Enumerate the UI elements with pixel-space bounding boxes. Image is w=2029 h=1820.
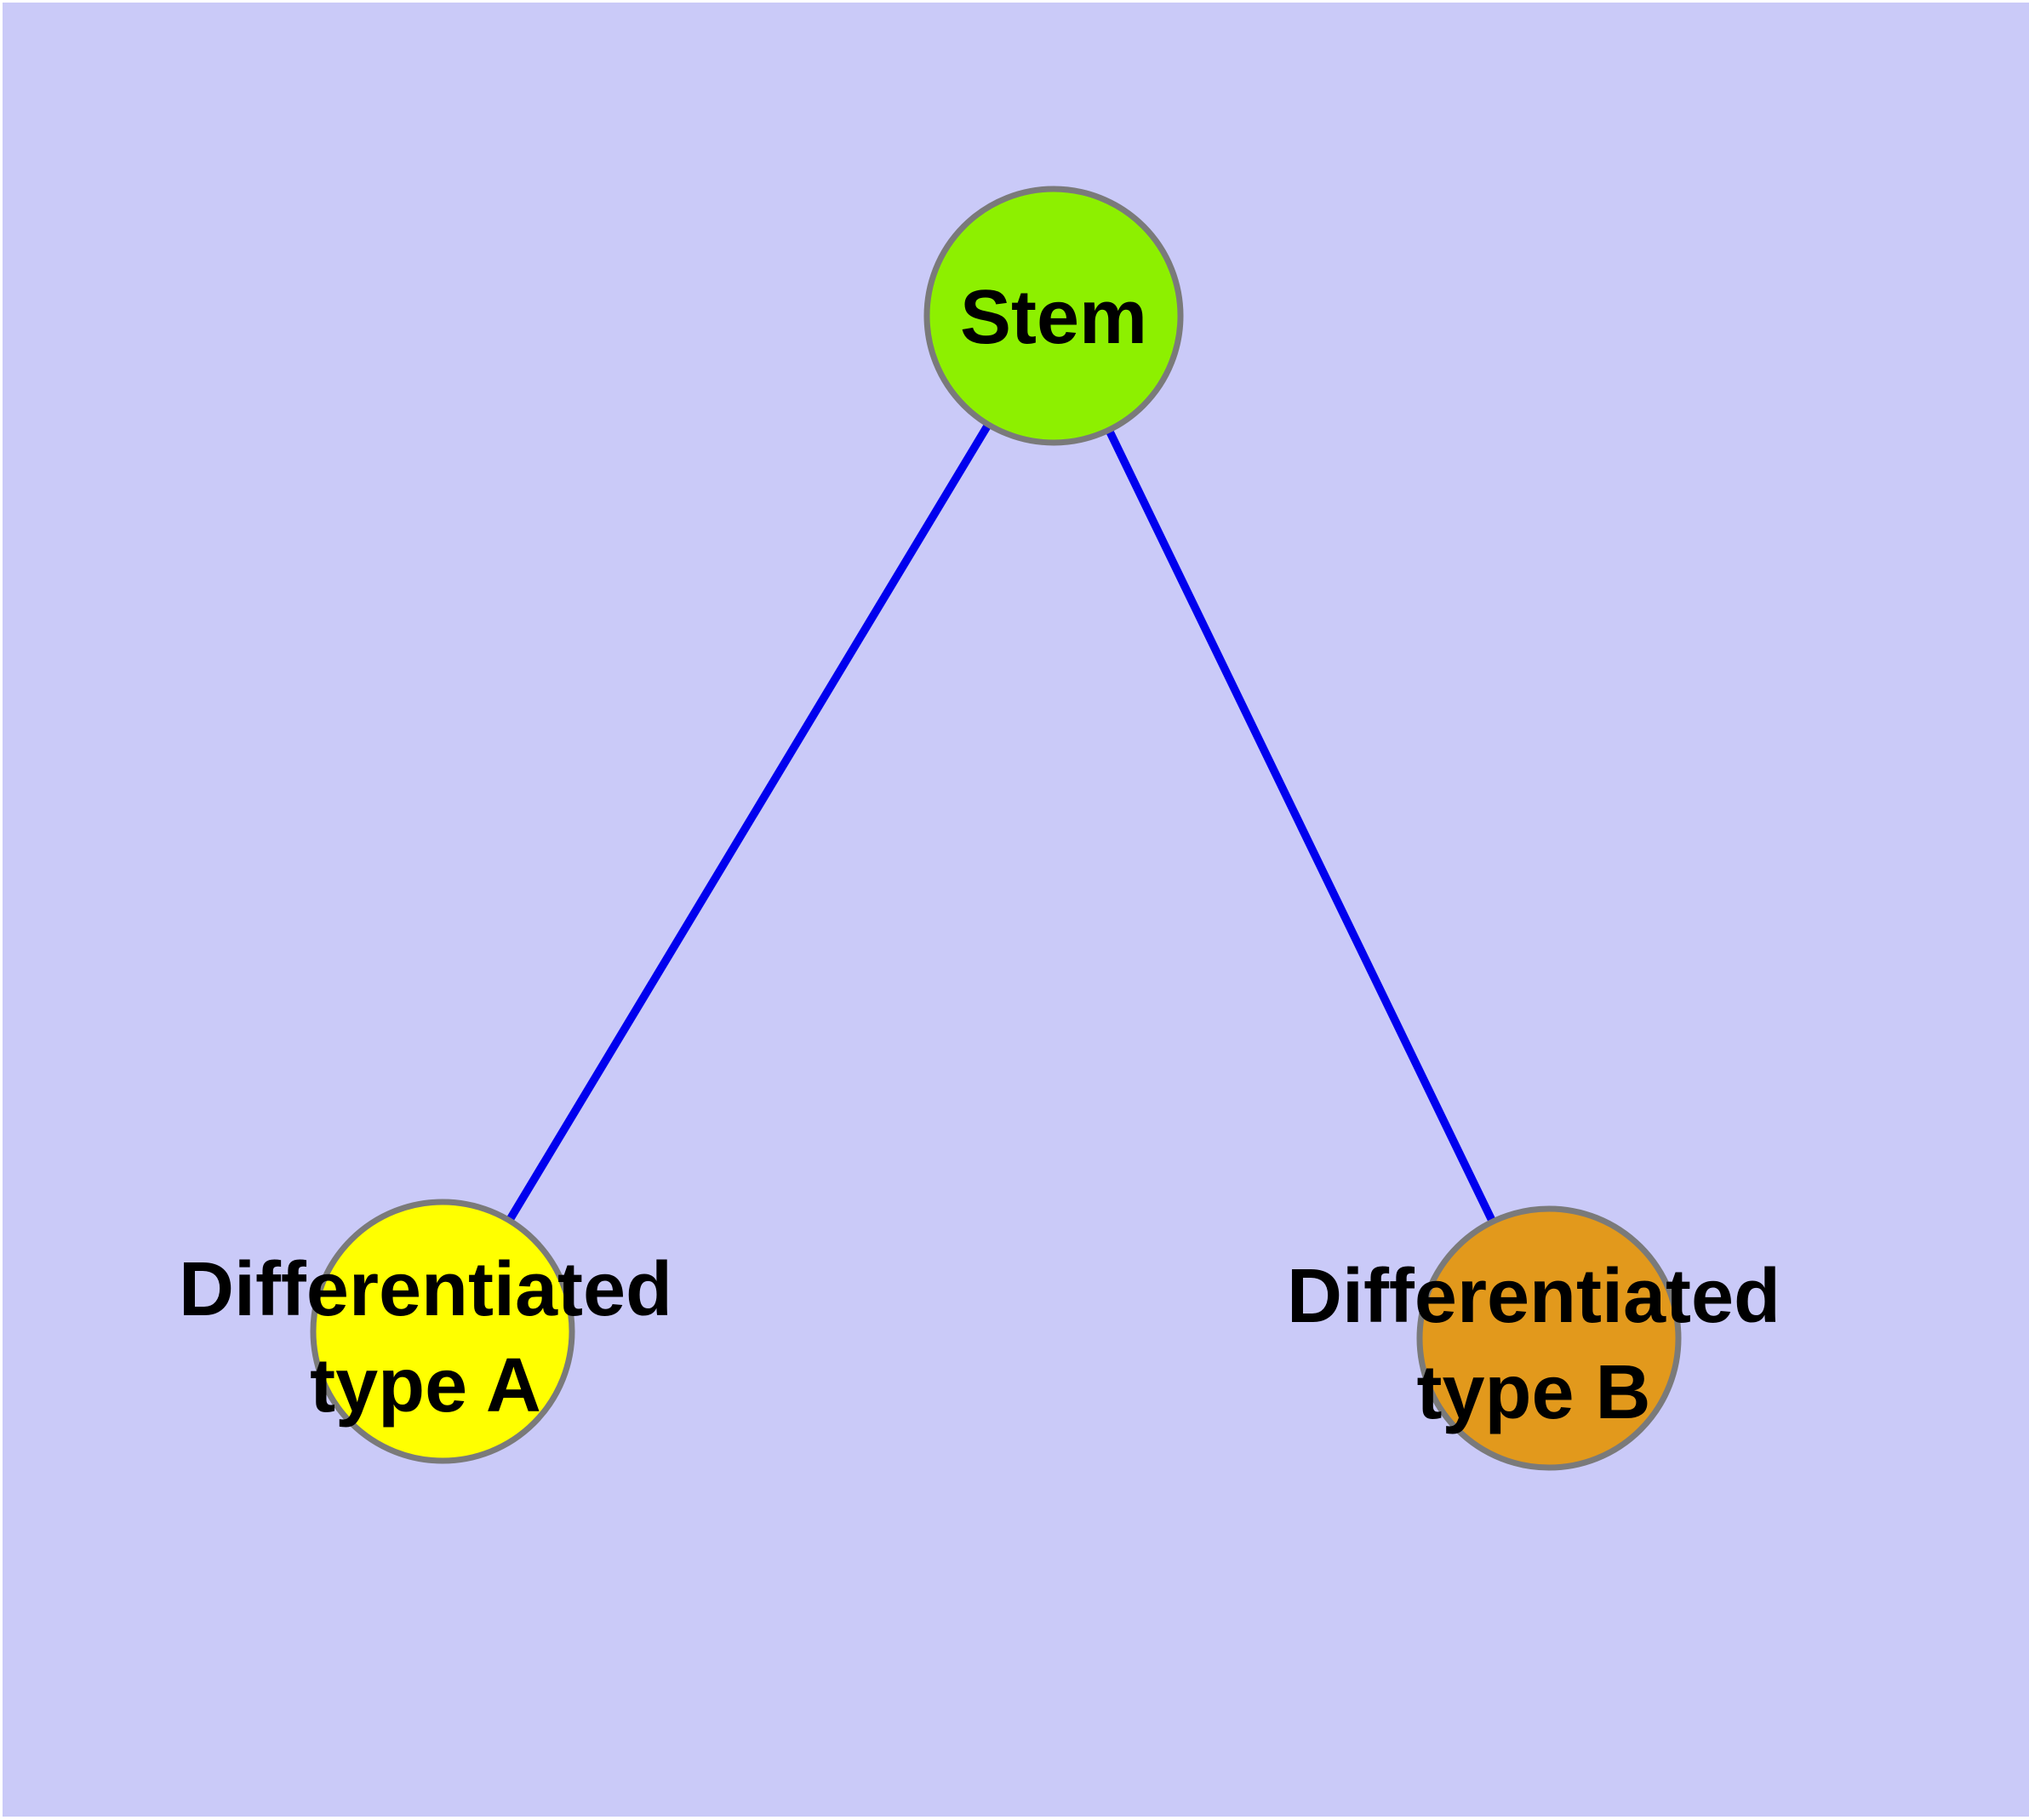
edge-stem-to-type-a — [438, 313, 1058, 1334]
edge-stem-to-type-b — [1049, 313, 1553, 1341]
node-type-b-label-line1: Differentiated — [1287, 1254, 1780, 1339]
node-stem-circle — [923, 186, 1184, 446]
node-type-b-label-line2: type B — [1416, 1350, 1650, 1435]
node-type-a-circle — [310, 1199, 575, 1464]
node-type-a-label-line2: type A — [310, 1343, 541, 1428]
node-type-b-circle — [1416, 1205, 1682, 1471]
node-stem-label: Stem — [960, 275, 1147, 360]
node-type-a-label-line1: Differentiated — [179, 1247, 672, 1332]
